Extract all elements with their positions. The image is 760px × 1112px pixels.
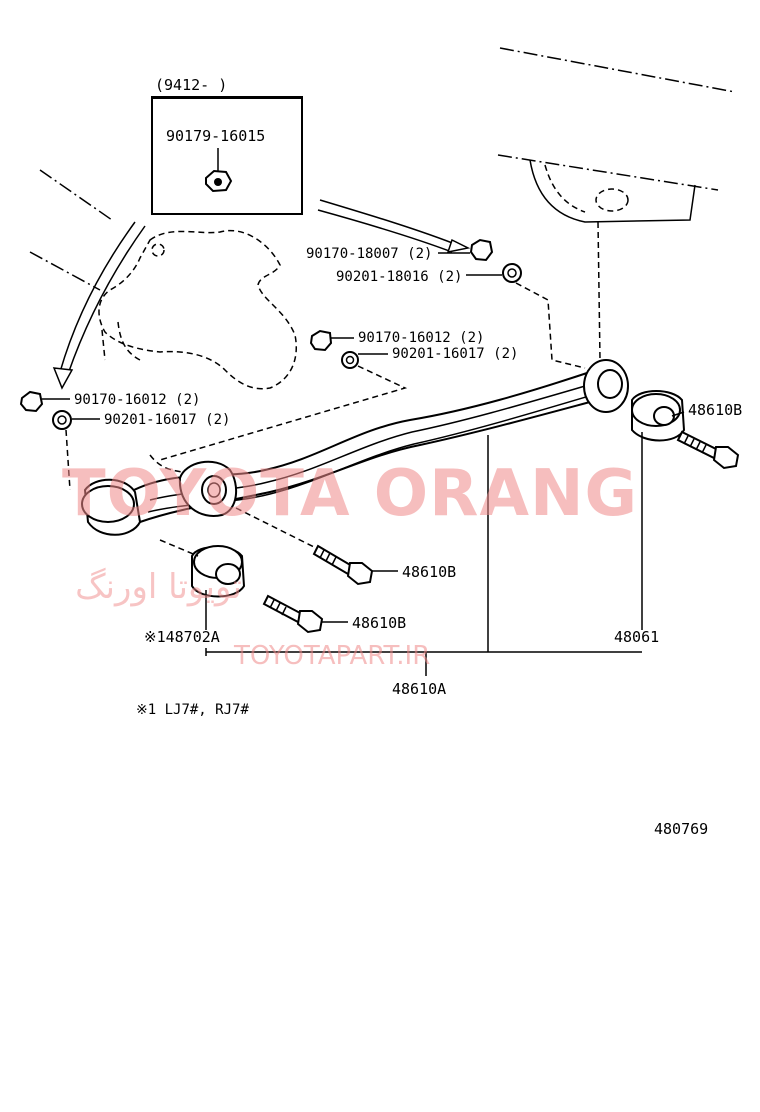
nut-icon	[469, 238, 494, 262]
watermark-brand: TOYOTA ORANG	[62, 457, 638, 531]
label-bushing-left: ※148702A	[144, 628, 220, 646]
bolt-icon	[262, 594, 324, 634]
bolt-icon	[676, 430, 740, 470]
label-nut-upper: 90170-18007 (2)	[306, 246, 432, 262]
bushing-icon	[191, 545, 246, 598]
label-nut-left: 90170-16012 (2)	[74, 392, 200, 408]
control-arm-icon	[81, 359, 629, 536]
vehicle-body-outline	[29, 47, 736, 291]
body-bracket-icon	[529, 159, 696, 361]
label-nut-mid: 90170-16012 (2)	[358, 330, 484, 346]
inset-date-range: (9412- )	[155, 76, 227, 94]
inset-box	[151, 96, 303, 215]
illustration-number: 480769	[654, 820, 708, 838]
label-washer-mid: 90201-16017 (2)	[392, 346, 518, 362]
pointer-arrows	[52, 199, 471, 390]
label-bolt-center: 48610B	[402, 563, 456, 581]
inset-part-label: 90179-16015	[166, 127, 265, 145]
label-washer-upper: 90201-18016 (2)	[336, 269, 462, 285]
watermark-site: TOYOTAPART.IR	[233, 641, 430, 671]
nut-icon	[19, 390, 44, 413]
bolt-icon	[312, 544, 374, 586]
axle-housing-icon	[98, 229, 297, 390]
label-bolt-right: 48610B	[688, 401, 742, 419]
label-arm-assembly: 48610A	[392, 680, 446, 698]
label-washer-left: 90201-16017 (2)	[104, 412, 230, 428]
washer-icon	[341, 351, 359, 369]
footnote: ※1 LJ7#, RJ7#	[136, 702, 249, 718]
watermark-persian: تویوتا اورنگ	[75, 567, 242, 607]
label-bushing-right: 48061	[614, 628, 659, 646]
leader-lines	[205, 432, 643, 676]
label-bolt-lower: 48610B	[352, 614, 406, 632]
washer-icon	[502, 263, 522, 283]
washer-icon	[52, 410, 72, 430]
nut-icon	[205, 169, 233, 193]
bushing-icon	[631, 390, 686, 442]
nut-icon	[309, 329, 333, 352]
